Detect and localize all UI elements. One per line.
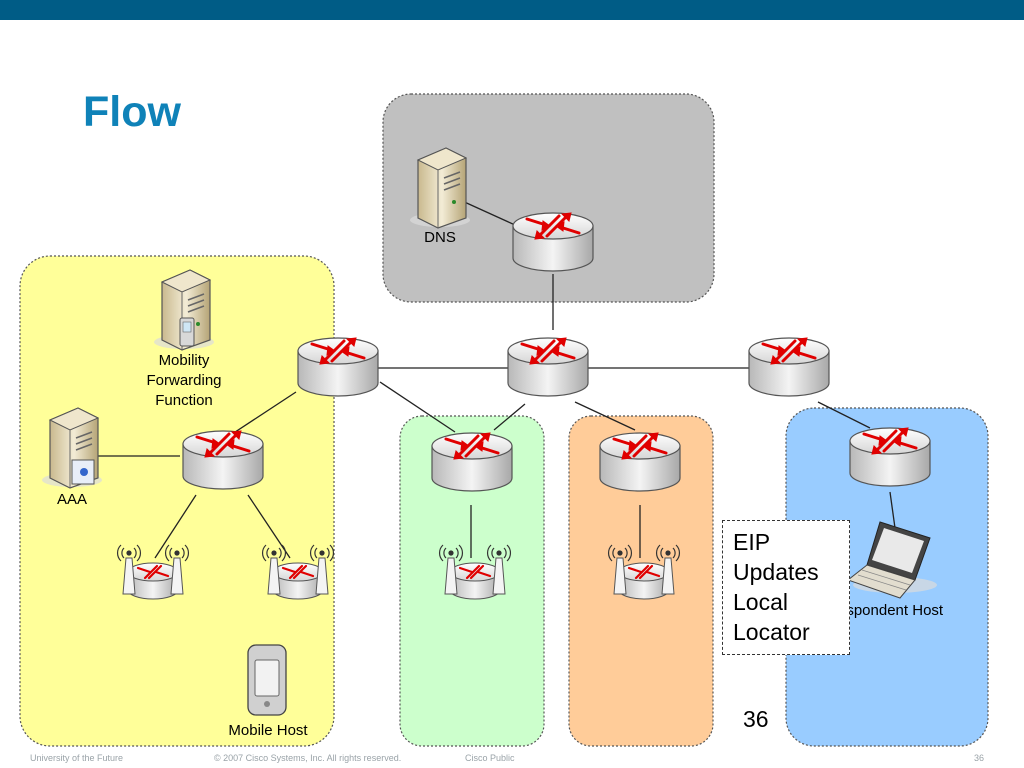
slide-title: Flow [83,88,181,136]
dns-zone [382,93,715,303]
footer-copyright: © 2007 Cisco Systems, Inc. All rights re… [214,753,402,763]
callout-line: EIP [733,529,771,555]
green-access-router-icon [430,431,514,493]
dns-router-icon [511,211,595,273]
callout-line: Locator [733,619,810,645]
mobile-host-label: Mobile Host [228,722,308,739]
footer-page: 36 [974,753,985,763]
dns-label: DNS [424,229,456,246]
yellow-access-router-icon [181,429,265,491]
core-router-left-icon [296,336,380,398]
callout-line: Updates [733,559,819,585]
eip-callout: EIP Updates Local Locator [722,520,850,655]
slide-number: 36 [743,706,769,732]
callout-line: Local [733,589,788,615]
yellow-zone [19,255,335,747]
mobility-label-line1: Mobility [158,352,210,369]
blue-access-router-icon [848,426,932,488]
core-router-center-icon [506,336,590,398]
correspondent-host-label: espondent Host [838,602,944,619]
dns-server-icon [409,147,471,229]
orange-access-router-icon [598,431,682,493]
aaa-label: AAA [56,491,87,508]
footer-classification: Cisco Public [465,753,515,763]
correspondent-laptop-icon [846,521,937,599]
top-banner [0,0,1024,20]
mobile-host-icon [247,644,287,716]
core-router-right-icon [747,336,831,398]
footer-left: University of the Future [30,753,124,763]
mobility-label-line2: Forwarding [146,372,222,389]
mobility-label-line3: Function [155,392,213,409]
